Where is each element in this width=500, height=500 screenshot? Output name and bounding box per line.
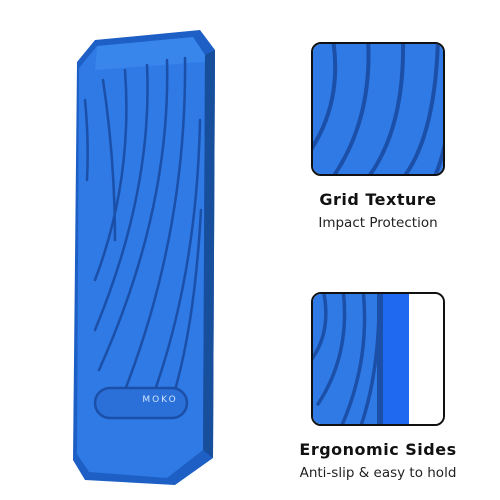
- feature-subtitle: Anti-slip & easy to hold: [299, 465, 457, 481]
- feature-title: Grid Texture: [319, 190, 437, 209]
- brand-logo-text: MOKO: [142, 395, 178, 405]
- remote-case-illustration: [73, 30, 215, 485]
- feature-title: Ergonomic Sides: [299, 440, 457, 459]
- remote-case-image: MOKO: [55, 10, 255, 490]
- feature-ergonomic-sides: Ergonomic Sides Anti-slip & easy to hold: [268, 292, 488, 481]
- ergonomic-sides-swatch: [311, 292, 445, 426]
- grid-texture-swatch: [311, 42, 445, 176]
- feature-subtitle: Impact Protection: [318, 215, 438, 231]
- feature-grid-texture: Grid Texture Impact Protection: [268, 42, 488, 231]
